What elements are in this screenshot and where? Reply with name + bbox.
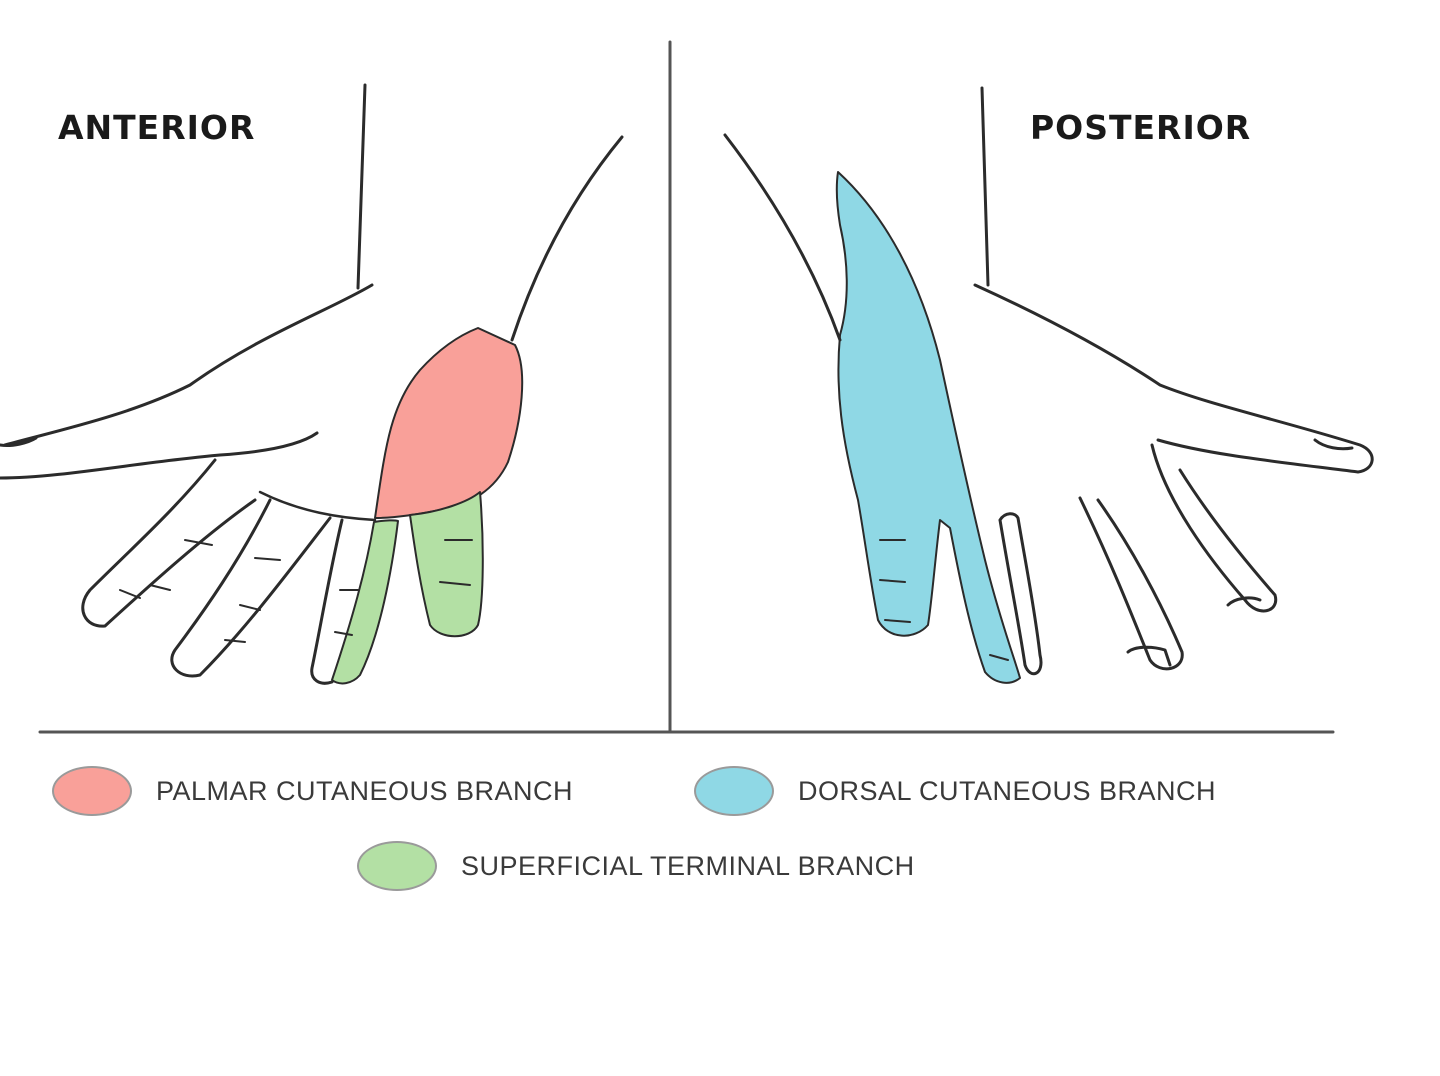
- posterior-thumb: [973, 283, 1374, 474]
- dorsal-label: DORSAL CUTANEOUS BRANCH: [798, 775, 1217, 806]
- posterior-finger-creases: [879, 539, 1009, 661]
- superficial-region-ring-finger: [409, 491, 484, 638]
- anterior-finger-creases: [119, 539, 473, 643]
- palmar-cutaneous-region: [374, 327, 524, 519]
- anterior-hand: [0, 83, 624, 685]
- palmar-swatch: [52, 766, 132, 816]
- posterior-view-label: POSTERIOR: [1030, 108, 1252, 147]
- anterior-view-label: ANTERIOR: [58, 108, 256, 147]
- dorsal-cutaneous-region: [835, 171, 1021, 684]
- dorsal-swatch: [694, 766, 774, 816]
- legend-item-dorsal: DORSAL CUTANEOUS BRANCH: [694, 766, 1216, 816]
- posterior-forearm-right: [980, 86, 990, 287]
- posterior-ring-finger: [998, 512, 1043, 676]
- anterior-little-finger-outline: [310, 518, 344, 685]
- anterior-forearm-left: [356, 83, 367, 290]
- posterior-hand: [723, 86, 1374, 684]
- superficial-swatch: [357, 841, 437, 891]
- palmar-label: PALMAR CUTANEOUS BRANCH: [156, 775, 574, 806]
- anterior-middle-finger: [170, 498, 332, 678]
- legend-item-superficial: SUPERFICIAL TERMINAL BRANCH: [357, 841, 915, 891]
- superficial-region-little-finger: [331, 519, 399, 685]
- anterior-forearm-right: [510, 135, 624, 342]
- posterior-forearm-left: [723, 133, 842, 342]
- anterior-palm-crease: [258, 490, 377, 522]
- superficial-label: SUPERFICIAL TERMINAL BRANCH: [461, 850, 915, 881]
- legend-item-palmar: PALMAR CUTANEOUS BRANCH: [52, 766, 573, 816]
- posterior-middle-finger: [1078, 496, 1184, 671]
- anterior-index-finger: [81, 458, 257, 628]
- anterior-thumb: [0, 283, 374, 480]
- posterior-index-finger: [1150, 443, 1278, 613]
